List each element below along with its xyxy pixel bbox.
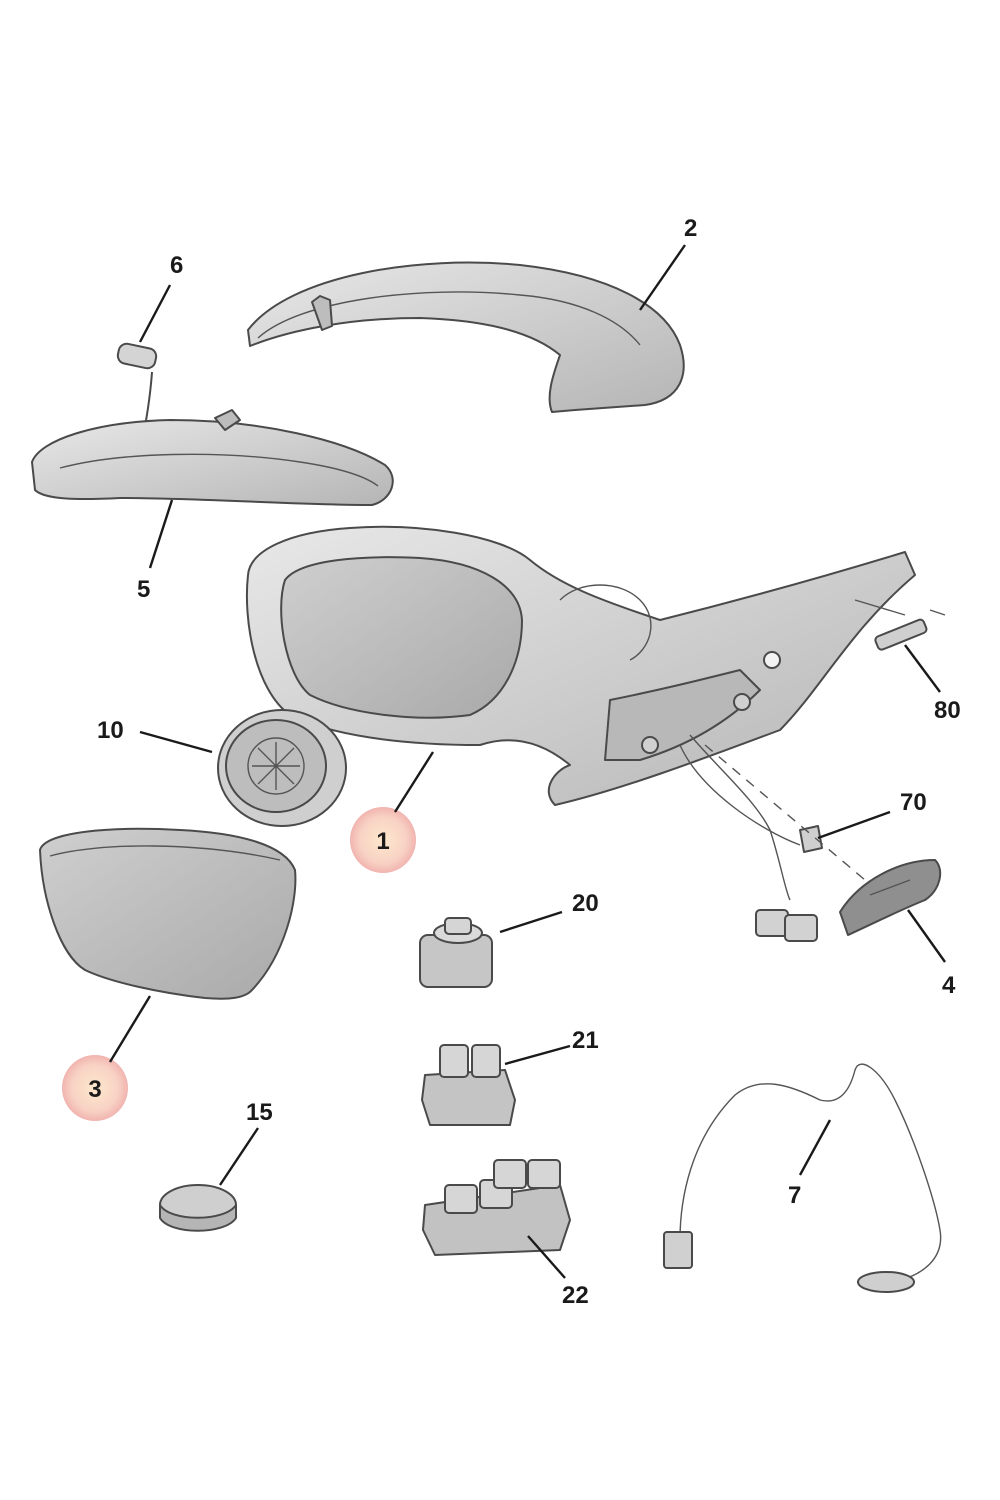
switch-block-part <box>422 1159 571 1256</box>
callout-10: 10 <box>97 717 124 744</box>
leader-80 <box>904 644 941 693</box>
leader-2 <box>639 244 686 311</box>
indicator-lamp-part <box>31 409 394 506</box>
leader-6 <box>138 284 172 343</box>
callout-22: 22 <box>562 1282 589 1309</box>
leader-7 <box>798 1119 832 1176</box>
callout-5: 5 <box>137 576 150 603</box>
leader-lines <box>108 244 946 1279</box>
callout-3: 3 <box>88 1076 101 1103</box>
callout-labels: 2 6 5 10 1 80 70 20 4 3 21 15 7 22 <box>88 215 960 1309</box>
leader-70 <box>817 810 891 840</box>
leader-22 <box>527 1235 566 1279</box>
glass-actuator-part <box>217 709 347 827</box>
clip-part <box>854 599 946 651</box>
leader-20 <box>499 910 563 934</box>
mirror-housing-assembly-part <box>245 525 916 806</box>
leader-15 <box>219 1127 259 1186</box>
wiring-harness-part <box>663 1063 942 1293</box>
leader-21 <box>504 1044 571 1066</box>
puddle-lamp-part <box>839 859 942 936</box>
mirror-glass-part <box>39 827 297 1000</box>
leader-3 <box>108 995 152 1063</box>
callout-7: 7 <box>788 1182 801 1209</box>
callout-80: 80 <box>934 697 961 724</box>
leader-10 <box>139 730 213 754</box>
callout-21: 21 <box>572 1027 599 1054</box>
leader-5 <box>148 499 174 569</box>
callout-6: 6 <box>170 252 183 279</box>
mirror-switch-part <box>419 917 493 988</box>
mirror-cover-cap-part <box>247 261 685 413</box>
callout-4: 4 <box>942 972 956 999</box>
double-switch-part <box>421 1044 516 1126</box>
callout-1: 1 <box>376 828 389 855</box>
callout-70: 70 <box>900 789 927 816</box>
leader-4 <box>907 909 946 963</box>
callout-2: 2 <box>684 215 697 242</box>
callout-20: 20 <box>572 890 599 917</box>
wiring-harness-mirror-part <box>679 734 866 942</box>
leader-1 <box>393 751 435 813</box>
callout-1-highlight <box>350 807 416 873</box>
cap-part <box>159 1184 237 1232</box>
callout-3-highlight <box>62 1055 128 1121</box>
callout-15: 15 <box>246 1099 273 1126</box>
